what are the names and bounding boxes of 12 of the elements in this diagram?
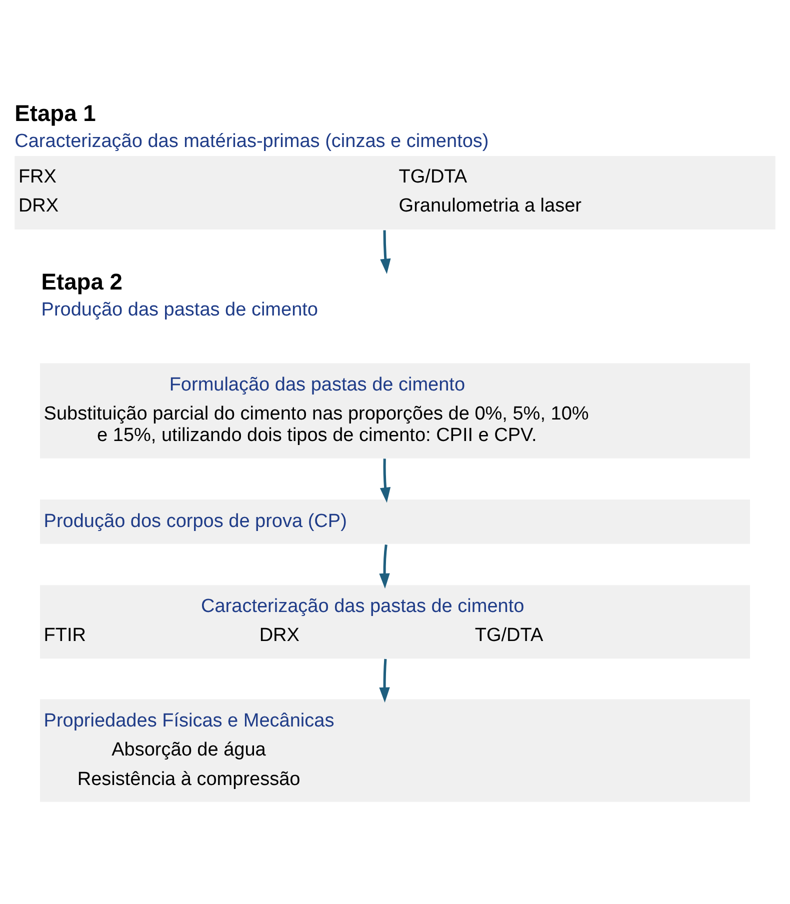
node-box: Formulação das pastas de cimento Substituição parcial do cimento nas proporções de 0%, 5%, 10% e 15%, utilizando dois tipos de cimento: CPII e CPV. <box>40 363 750 458</box>
arrow <box>379 658 390 703</box>
node-box: Caracterização das pastas de cimento FTIR DRX TG/DTA <box>40 585 750 659</box>
arrow <box>380 458 391 503</box>
arrow <box>380 230 391 274</box>
node-box: Produção dos corpos de prova (CP) <box>40 500 750 544</box>
node-box: FRX TG/DTA DRX Granulometria a laser <box>14 156 776 230</box>
arrow <box>379 544 390 589</box>
node-text: Etapa 2 Produção das pastas de cimento <box>41 268 318 321</box>
node-label: Etapa 1 <box>14 100 96 126</box>
node-label: Caracterização das matérias-primas (cinzas e cimentos) <box>14 131 489 152</box>
node-box: Propriedades Físicas e Mecânicas Absorção de água Resistência à compressão <box>40 699 750 802</box>
